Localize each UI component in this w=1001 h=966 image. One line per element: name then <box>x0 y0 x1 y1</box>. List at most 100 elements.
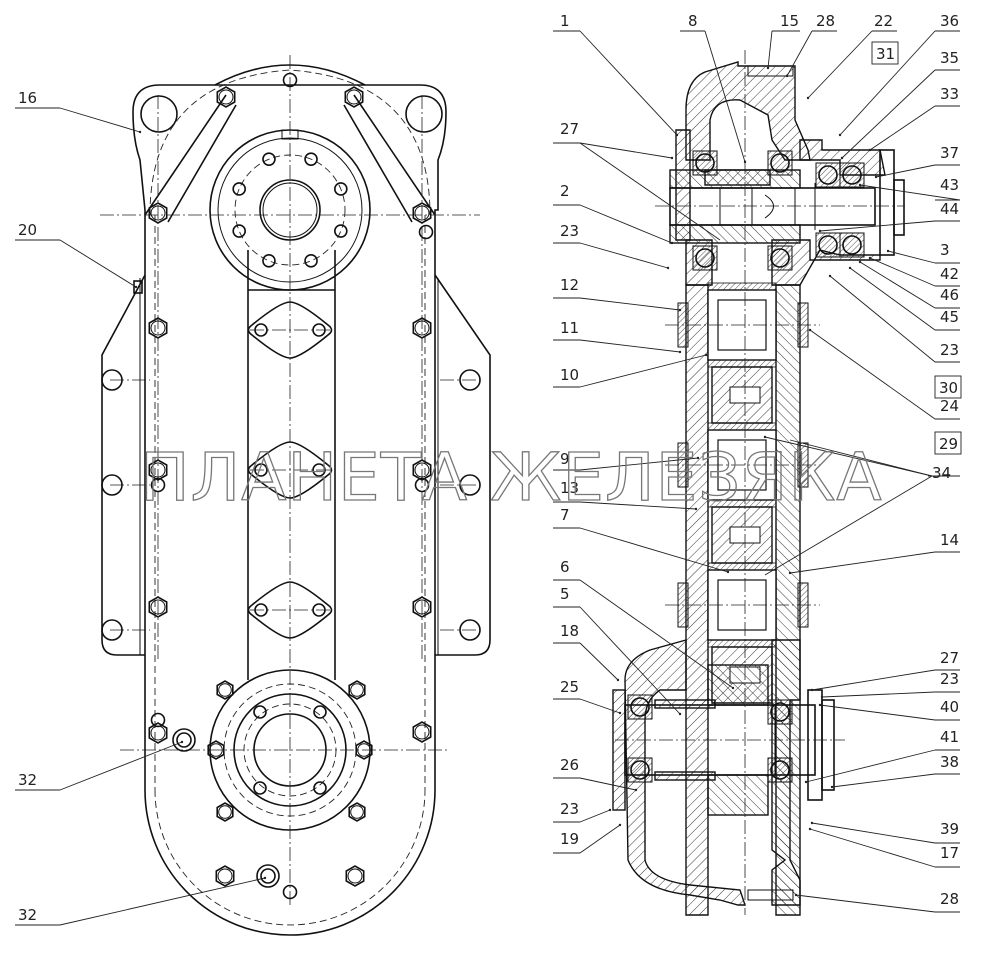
mount-hole-left <box>140 95 178 133</box>
flange-bolt-hole <box>304 254 318 268</box>
callout-number-boxed: 31 <box>876 45 895 63</box>
upper-housing-section <box>685 61 811 161</box>
lower-housing-section <box>624 639 746 906</box>
leader-line <box>579 242 669 269</box>
right-side-bracket <box>434 274 491 656</box>
leader-line <box>849 267 936 331</box>
small-hole <box>282 72 298 88</box>
callout-number: 23 <box>940 670 959 688</box>
callout-11: 11 <box>553 319 682 354</box>
callout-number: 1 <box>560 12 570 30</box>
leader-line <box>579 142 721 241</box>
bracket-hole <box>101 619 123 641</box>
breather-plug <box>133 280 143 294</box>
leader-line <box>807 30 873 99</box>
callout-number: 7 <box>560 506 570 524</box>
callout-number: 28 <box>940 890 959 908</box>
callout-number: 20 <box>18 221 37 239</box>
callout-3: 3 <box>886 241 960 264</box>
callout-8: 8 <box>680 12 747 164</box>
leader-line <box>579 698 621 714</box>
callout-20: 20 <box>15 221 138 289</box>
callout-number: 13 <box>560 479 579 497</box>
callout-number: 45 <box>940 308 959 326</box>
leader-line <box>579 354 707 388</box>
callout-15: 15 <box>766 12 800 70</box>
callout-number: 37 <box>940 144 959 162</box>
leader-line <box>59 741 183 791</box>
ball-bearing-icon <box>692 245 718 271</box>
leader-line <box>805 749 936 783</box>
callout-28: 28 <box>785 12 837 78</box>
callout-number: 22 <box>874 12 893 30</box>
hex-bolt-icon <box>216 86 236 108</box>
callout-number: 38 <box>940 753 959 771</box>
callout-16: 16 <box>15 89 142 134</box>
leader-line <box>811 669 936 691</box>
callout-number: 32 <box>18 906 37 924</box>
leader-line <box>579 579 734 689</box>
bracket-hole <box>101 474 123 496</box>
callout-number: 3 <box>940 241 950 259</box>
callout-number: 42 <box>940 265 959 283</box>
callout-number: 43 <box>940 176 959 194</box>
boxed-callout-frame <box>934 431 962 455</box>
callout-number-boxed: 29 <box>939 435 958 453</box>
callout-number: 26 <box>560 756 579 774</box>
callout-number: 28 <box>816 12 835 30</box>
hex-bolt-icon <box>348 680 366 700</box>
leader-line <box>579 824 621 854</box>
leader-line <box>839 30 936 136</box>
ball-bearing-icon <box>767 150 793 176</box>
leader-line <box>579 642 619 681</box>
callout-40: 40 <box>818 698 960 721</box>
callout-number: 16 <box>18 89 37 107</box>
flange-bolt-hole <box>232 182 246 196</box>
housing-outline <box>132 84 447 936</box>
leader-line <box>789 439 933 477</box>
callout-24: 24 29 <box>808 328 962 455</box>
leader-line <box>829 275 936 363</box>
callout-33: 33 <box>868 85 960 152</box>
mount-hole-right <box>405 95 443 133</box>
ball-bearing-icon <box>839 232 865 258</box>
leader-line <box>819 220 936 232</box>
small-hole <box>150 477 166 493</box>
callout-42: 42 <box>868 256 960 287</box>
hex-bolt-icon <box>207 740 225 760</box>
callout-6: 6 <box>553 558 735 690</box>
callout-44: 44 <box>818 200 960 233</box>
callout-number: 6 <box>560 558 570 576</box>
callout-7: 7 <box>553 506 730 574</box>
callout-number: 19 <box>560 830 579 848</box>
callout-5: 5 <box>553 585 682 716</box>
ball-bearing-icon <box>815 162 841 188</box>
leader-line <box>579 606 681 715</box>
callout-number: 24 <box>940 397 959 415</box>
boxed-callout-frame <box>934 375 962 399</box>
flange-bolt-hole <box>262 254 276 268</box>
leader-line <box>579 339 681 353</box>
callout-number: 27 <box>940 649 959 667</box>
callout-number: 33 <box>940 85 959 103</box>
boxed-callout-frame <box>871 41 899 65</box>
leader-line <box>579 142 673 159</box>
flange-bolt-hole <box>253 705 267 719</box>
callout-39: 39 <box>810 820 960 844</box>
hex-bolt-icon <box>148 596 168 618</box>
flange-bolt-hole <box>253 781 267 795</box>
callout-number: 23 <box>560 800 579 818</box>
callout-1: 1 <box>553 12 679 137</box>
callout-17: 17 <box>808 827 960 868</box>
callout-23: 23 <box>553 800 612 823</box>
callout-number: 32 <box>18 771 37 789</box>
callout-45: 45 <box>848 266 960 331</box>
lower-gear <box>707 664 769 706</box>
callout-27: 27 <box>553 120 674 160</box>
callout-32: 32 <box>15 876 267 926</box>
callout-number: 35 <box>940 49 959 67</box>
callout-25: 25 <box>553 678 622 715</box>
callout-41: 41 <box>804 728 960 784</box>
